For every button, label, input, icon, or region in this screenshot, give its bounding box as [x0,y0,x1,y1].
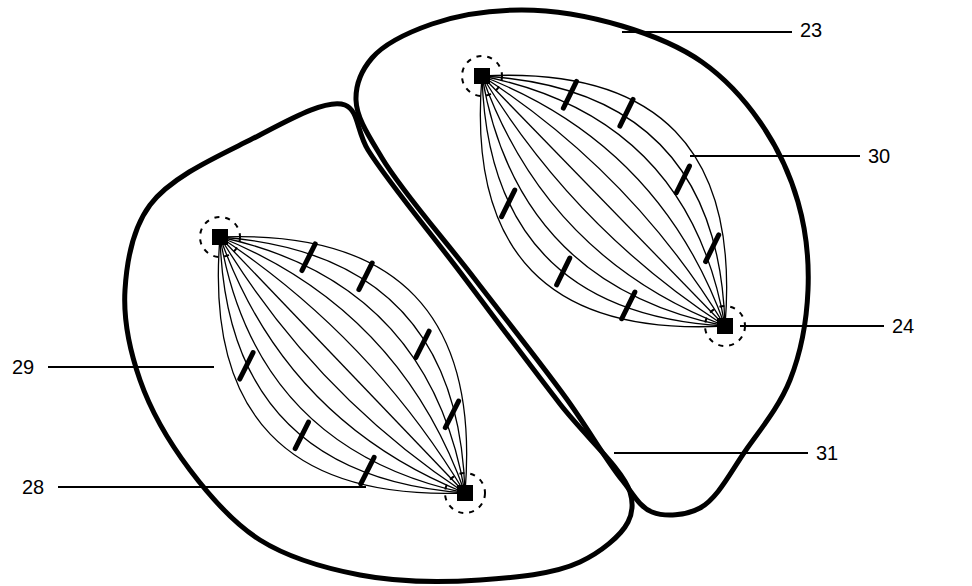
spindle-fiber [482,76,725,326]
spindle-fiber [220,237,465,493]
spindle-fiber [220,237,465,493]
chromosome [416,331,429,358]
chromosome [563,81,576,108]
leader-line [614,452,808,454]
mitotic-spindle [462,56,745,346]
callout-number: 23 [800,20,822,40]
centrosome [474,68,490,84]
chromosome [295,422,308,449]
callout-number: 31 [816,443,838,463]
spindle-fiber [220,237,465,493]
spindle-fiber [480,76,725,327]
chromosome [361,457,374,484]
callout-number: 28 [22,477,44,497]
leader-line [622,31,792,33]
spindle-fiber [482,76,725,326]
leader-line [690,155,860,157]
callout-number: 30 [868,146,890,166]
aster [445,473,485,513]
spindle-fiber [482,76,725,326]
spindle-fiber [220,237,465,493]
chromosome [622,292,635,319]
spindle-fiber [220,237,465,493]
chromosome [706,235,719,262]
mitotic-spindle [200,217,485,513]
cell-outline [125,104,633,582]
callout-number: 24 [892,316,914,336]
leader-line [48,366,214,368]
chromosome [502,190,515,217]
spindle-fiber [482,76,725,326]
spindle-fiber [220,237,465,493]
aster [200,217,240,257]
spindle-fiber [482,76,725,326]
spindle-fiber [218,237,465,493]
spindle-fiber [220,237,467,493]
chromosome [557,258,570,285]
centrosome [457,485,473,501]
spindle-fiber [482,76,725,326]
callout-number: 29 [12,357,34,377]
spindle-fiber [220,237,465,493]
spindle-fiber [482,76,725,326]
chromosome [359,263,372,290]
spindle-fiber [220,237,465,493]
spindle-fiber [482,76,725,326]
spindle-fiber [482,76,725,326]
centrosome [717,318,733,334]
centrosome [212,229,228,245]
aster [462,56,502,96]
chromosome [445,401,458,428]
chromosome [676,166,689,193]
chromosome [240,353,253,380]
leader-line [58,486,366,488]
leader-line [740,325,884,327]
spindle-fiber [482,75,727,326]
cell-outline [356,10,808,515]
chromosome [302,244,315,271]
spindle-fiber [220,237,465,493]
aster [705,306,745,346]
chromosome [620,99,633,126]
